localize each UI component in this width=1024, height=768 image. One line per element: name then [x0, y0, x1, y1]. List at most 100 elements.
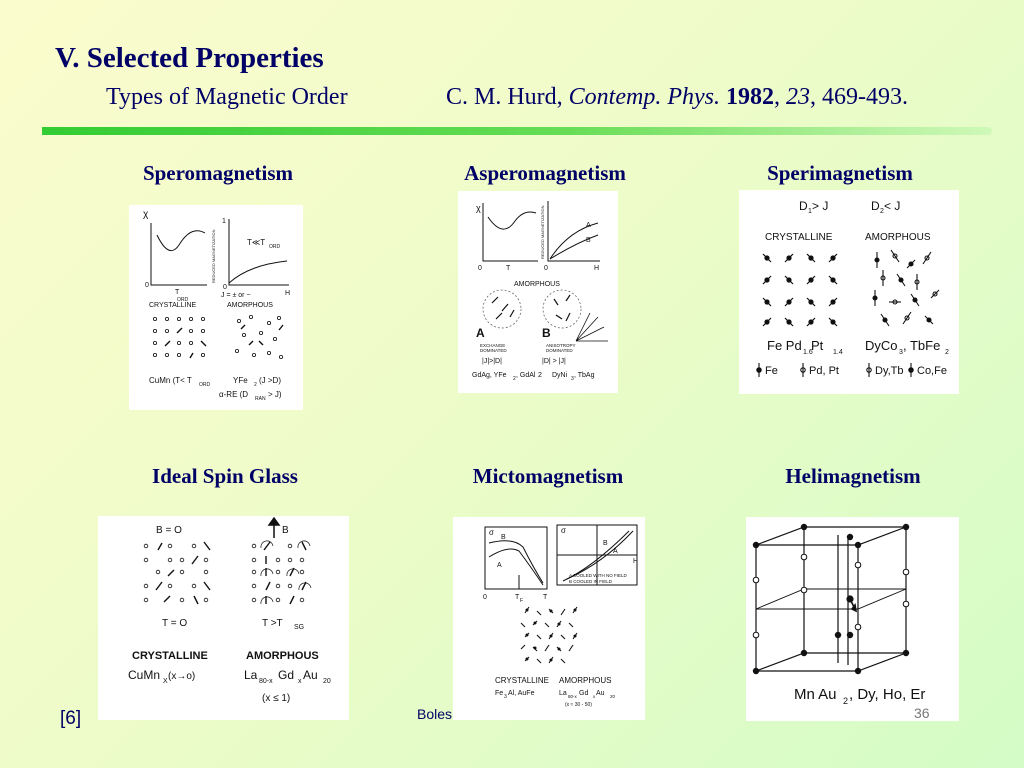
citation-pages: , 469-493.: [809, 84, 908, 110]
example-la-sub: 80-x: [259, 678, 273, 685]
curve-b-1: B: [501, 534, 506, 541]
amorphous-label: AMORPHOUS: [227, 302, 273, 309]
example-gd: Gd: [579, 690, 588, 697]
label-mictomagnetism: Mictomagnetism: [472, 464, 624, 488]
condition-a: |J|>|D|: [482, 358, 502, 365]
example-gd-sub: x: [298, 678, 302, 685]
axis-t: T: [506, 265, 511, 272]
label-helimagnetism: Helimagnetism: [785, 464, 921, 488]
field-label: B: [282, 525, 289, 536]
example-b: DyNi: [552, 372, 568, 379]
y-axis-label: REDUCED MAGNETIZATION: [540, 205, 545, 259]
sigma-label-1: σ: [489, 528, 494, 537]
example-la: La: [559, 690, 567, 697]
citation: C. M. Hurd, Contemp. Phys. 1982, 23, 469…: [446, 84, 908, 110]
exchange-label: EXCHANGE: [480, 343, 505, 348]
amorphous-label: AMORPHOUS: [865, 232, 931, 243]
citation-journal: Contemp. Phys.: [568, 84, 720, 110]
axis-zero-2: 0: [223, 284, 227, 291]
page-number: 36: [914, 705, 930, 721]
label-a: A: [476, 326, 485, 340]
condition-b: |D| > |J|: [542, 358, 566, 365]
example-dyco: DyCo: [865, 338, 898, 353]
example-cumn-sub: X: [163, 678, 168, 685]
example-elements: , Dy, Ho, Er: [849, 686, 925, 703]
reference-marker: [6]: [60, 708, 82, 729]
helimagnetism-diagram: Mn Au 2 , Dy, Ho, Er: [746, 517, 959, 721]
tf-label: T: [515, 594, 520, 601]
example-a-sub: 2: [513, 376, 516, 382]
example-cumn: CuMn (T< T: [149, 376, 192, 385]
curve-b-2: B: [603, 540, 608, 547]
legend-dytb: Dy,Tb: [875, 365, 904, 377]
example-range: (x ≈ 30 - 50): [565, 702, 592, 708]
axis-zero: 0: [478, 265, 482, 272]
chi-label: χ: [143, 209, 149, 220]
condition-2-sub: 2: [880, 208, 884, 215]
example-yfe: YFe: [233, 376, 248, 385]
example-b-2: , TbAg: [574, 372, 595, 379]
crystalline-label: CRYSTALLINE: [149, 302, 197, 309]
amorphous-label: AMORPHOUS: [246, 650, 319, 662]
example-b-sub: 3: [571, 376, 574, 382]
legend-pdpt: Pd, Pt: [809, 365, 839, 377]
example-la: La: [244, 668, 258, 682]
legend-cooled-no-field: A COOLED WITH NO FIELD: [569, 573, 628, 578]
example-are: α-RE (D: [219, 390, 248, 399]
speromagnetism-diagram: χ 0 T ORD 0 H 1 REDUCED MAGNETIZATION T≪…: [129, 205, 303, 410]
label-asperomagnetism: Asperomagnetism: [464, 161, 626, 185]
exchange-dominated: DOMINATED: [480, 348, 507, 353]
example-are-cond: > J): [268, 390, 282, 399]
crystalline-label: CRYSTALLINE: [765, 232, 833, 243]
example-range: (x ≤ 1): [262, 693, 290, 704]
condition-1: D: [799, 199, 808, 213]
example-fepdpt: Fe Pd: [767, 338, 802, 353]
crystalline-label: CRYSTALLINE: [132, 650, 208, 662]
example-cumn-cond: (x→o): [168, 671, 195, 682]
axis-h: H: [285, 290, 290, 297]
temp-sg-sub: SG: [294, 624, 304, 631]
temp-condition-sub: ORD: [269, 244, 281, 250]
axis-zero: 0: [145, 282, 149, 289]
example-dyco-sub: 3: [899, 349, 903, 356]
example-au: Au: [303, 668, 318, 682]
example-pd-sub: 1.6: [803, 349, 813, 356]
citation-year: 1982: [725, 84, 774, 110]
example-cumn: CuMn: [128, 668, 160, 682]
temp-condition: T≪T: [247, 238, 265, 247]
label-sperimagnetism: Sperimagnetism: [767, 161, 913, 185]
sigma-label-2: σ: [561, 526, 566, 535]
mictomagnetism-diagram: σ B A 0 T F T σ B A H A COOLED WITH NO F…: [453, 517, 645, 720]
example-pt: Pt: [811, 338, 824, 353]
slide-title: V. Selected Properties: [55, 42, 324, 74]
j-equation: J = ± or −: [221, 292, 251, 299]
example-are-sub: RAN: [255, 396, 266, 402]
example-tbfe: , TbFe: [903, 338, 940, 353]
curve-a-2: A: [613, 548, 618, 555]
example-au-sub: 20: [610, 694, 616, 699]
example-a: GdAg, YFe: [472, 372, 507, 379]
example-yfe-cond: (J >D): [259, 376, 281, 385]
example-pt-sub: 1.4: [833, 349, 843, 356]
example-a-sub-2: 2: [538, 372, 542, 379]
axis-t: T: [543, 594, 548, 601]
example-mnau: Mn Au: [794, 686, 837, 703]
legend-cofe: Co,Fe: [917, 365, 947, 377]
label-b: B: [542, 326, 551, 340]
amorphous-label: AMORPHOUS: [514, 281, 560, 288]
curve-a: A: [586, 222, 591, 229]
legend-cooled-in-field: B COOLED IN FIELD: [569, 579, 613, 584]
axis-h: H: [594, 265, 599, 272]
example-yfe-sub: 2: [254, 382, 257, 388]
condition-1-rel: > J: [812, 199, 828, 213]
label-ideal-spin-glass: Ideal Spin Glass: [152, 464, 298, 488]
anisotropy-dominated: DOMINATED: [546, 348, 573, 353]
axis-h: H: [633, 558, 638, 565]
tf-sub: F: [520, 598, 523, 604]
example-feal: Fe: [495, 690, 503, 697]
temp-sg-label: T >T: [262, 618, 283, 629]
label-speromagnetism: Speromagnetism: [142, 161, 294, 185]
sperimagnetism-diagram: D 1 > J D 2 < J CRYSTALLINE AMORPHOUS Fe…: [739, 190, 959, 394]
chi-label: χ: [476, 203, 481, 213]
example-gd: Gd: [278, 668, 294, 682]
